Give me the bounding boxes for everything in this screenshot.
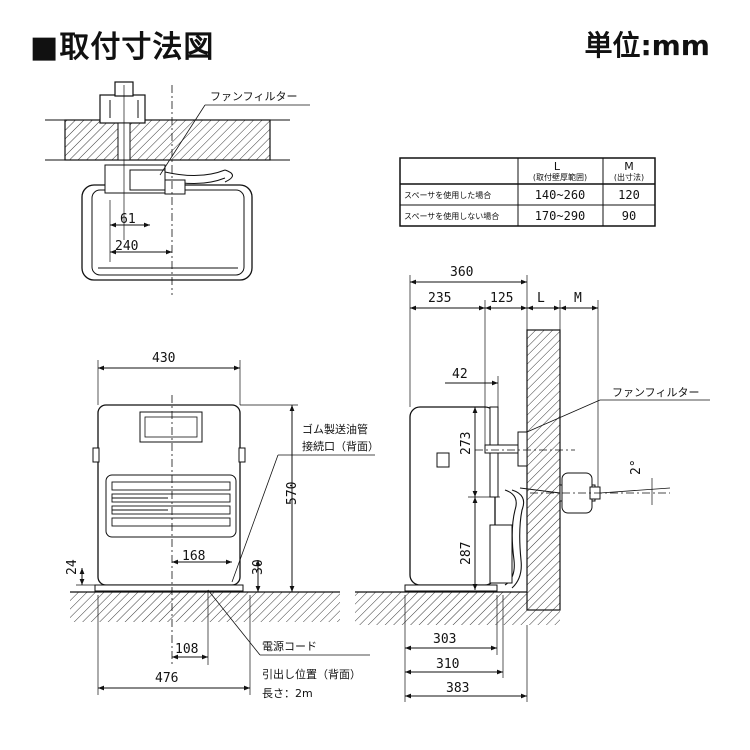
spec-table: L (取付壁厚範囲) M (出寸法) スペーサを使用した場合 140~260 1… [399, 157, 656, 227]
heater-top [81, 184, 253, 281]
cord-label-3: 長さ：2m [262, 687, 313, 700]
table-row-l: 170~290 [535, 209, 586, 223]
top-view: 61 240 ファンフィルター [45, 81, 310, 295]
top-wall [64, 119, 271, 161]
dim-360: 360 [450, 265, 473, 280]
side-wall [526, 329, 561, 611]
dim-24: 24 [65, 559, 80, 575]
hose-label-2: 接続口（背面） [302, 439, 379, 453]
table-header-m-sub: (出寸法) [614, 172, 644, 182]
dim-287: 287 [459, 542, 474, 565]
dim-l: L [537, 291, 545, 306]
dim-168: 168 [182, 549, 205, 564]
fan-filter-label-side: ファンフィルター [612, 386, 699, 399]
cord-label-1: 電源コード [262, 639, 317, 653]
dim-m: M [574, 291, 582, 306]
dim-303: 303 [433, 632, 456, 647]
dim-240: 240 [115, 239, 138, 254]
table-row-l: 140~260 [535, 188, 586, 202]
dim-383: 383 [446, 681, 469, 696]
table-header-l: L [554, 160, 561, 173]
dim-125: 125 [490, 291, 513, 306]
dim-310: 310 [436, 657, 459, 672]
dim-476: 476 [155, 671, 178, 686]
cord-label-2: 引出し位置（背面） [262, 667, 361, 681]
dim-42: 42 [452, 367, 468, 382]
table-row-m: 90 [622, 209, 636, 223]
front-floor [70, 592, 340, 622]
table-row-label: スペーサを使用しない場合 [404, 211, 499, 221]
side-view: 2° ファンフィルター 360 235 125 L M 42 273 287 [355, 265, 710, 702]
dim-235: 235 [428, 291, 451, 306]
page-title: ■取付寸法図 [30, 30, 215, 65]
dim-61: 61 [120, 212, 136, 227]
fan-filter-label-top: ファンフィルター [210, 90, 297, 103]
table-row-m: 120 [618, 188, 640, 202]
hose-label-1: ゴム製送油管 [302, 422, 368, 436]
front-view: 430 570 24 168 30 108 476 ゴム製送油管 接続口（背面）… [65, 351, 379, 700]
unit-label: 単位:mm [584, 29, 710, 62]
table-header-m: M [624, 160, 634, 173]
table-row-label: スペーサを使用した場合 [404, 190, 491, 200]
dim-430: 430 [152, 351, 175, 366]
dim-570: 570 [285, 482, 300, 505]
heater-side [409, 406, 496, 586]
table-header-l-sub: (取付壁厚範囲) [533, 172, 587, 182]
dim-108: 108 [175, 642, 198, 657]
angle-label: 2° [629, 459, 644, 475]
dim-273: 273 [459, 432, 474, 455]
dim-30: 30 [251, 559, 266, 575]
